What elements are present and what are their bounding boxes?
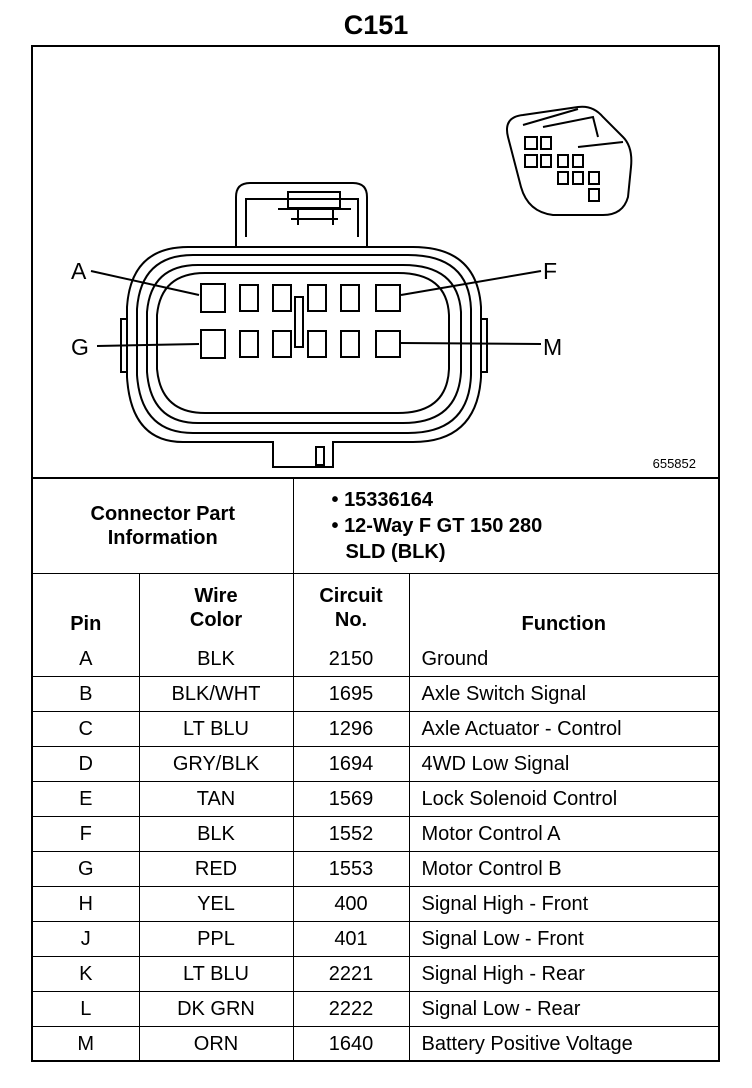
pin-label-m: M [543, 334, 562, 360]
function-cell: Axle Actuator - Control [408, 711, 718, 747]
pin-cell: E [33, 781, 140, 817]
function-cell: Signal High - Rear [408, 956, 718, 992]
connector-sheet: A F G M 655852 Connector Part Informatio… [31, 45, 720, 1062]
circuit-number-cell: 1640 [292, 1026, 410, 1061]
figure-number: 655852 [652, 456, 696, 471]
circuit-number-cell: 1553 [292, 851, 410, 887]
connector-title: C151 [343, 10, 409, 40]
part-description: 12-Way F GT 150 280 [344, 515, 543, 537]
function-cell: Motor Control B [408, 851, 718, 887]
connector-diagram: A F G M 655852 [33, 47, 718, 479]
wire-color-cell: TAN [138, 781, 294, 817]
function-cell: Signal Low - Front [408, 921, 718, 957]
circuit-number-cell: 1296 [292, 711, 410, 747]
wire-color-cell: PPL [138, 921, 294, 957]
header-function: Function [521, 613, 606, 635]
wire-color-cell: LT BLU [138, 956, 294, 992]
pin-cell: F [33, 816, 140, 852]
wire-color-cell: BLK [138, 642, 294, 677]
pin-cell: B [33, 676, 140, 712]
circuit-number-cell: 400 [292, 886, 410, 922]
pin-cell: K [33, 956, 140, 992]
pin-label-a: A [71, 258, 87, 284]
header-pin: Pin [70, 613, 102, 635]
circuit-number-cell: 1569 [292, 781, 410, 817]
wire-color-cell: RED [138, 851, 294, 887]
pin-cell: M [33, 1026, 140, 1061]
pin-label-g: G [71, 334, 89, 360]
function-cell: Signal High - Front [408, 886, 718, 922]
function-cell: Ground [408, 642, 718, 677]
circuit-number-cell: 401 [292, 921, 410, 957]
pin-cell: H [33, 886, 140, 922]
circuit-number-cell: 1695 [292, 676, 410, 712]
function-cell: 4WD Low Signal [408, 746, 718, 782]
header-wire-1: Wire [194, 585, 238, 607]
wire-color-cell: LT BLU [138, 711, 294, 747]
wire-color-cell: YEL [138, 886, 294, 922]
circuit-number-cell: 1552 [292, 816, 410, 852]
wire-color-cell: ORN [138, 1026, 294, 1061]
wire-color-cell: DK GRN [138, 991, 294, 1027]
connector-face-drawing: A F G M [71, 105, 633, 468]
pin-cell: G [33, 851, 140, 887]
pin-cell: C [33, 711, 140, 747]
part-number: 15336164 [344, 489, 434, 511]
pinout-table: Connector Part Information • 15336164 • … [33, 479, 718, 1061]
header-wire-2: Color [189, 609, 243, 631]
wire-color-cell: BLK/WHT [138, 676, 294, 712]
part-description-cont: SLD (BLK) [345, 541, 446, 563]
circuit-number-cell: 2150 [292, 642, 410, 677]
function-cell: Motor Control A [408, 816, 718, 852]
pin-label-f: F [543, 258, 557, 284]
circuit-number-cell: 1694 [292, 746, 410, 782]
pin-cell: J [33, 921, 140, 957]
header-circuit-2: No. [334, 609, 368, 631]
connector-part-information-row: Connector Part Information • 15336164 • … [33, 479, 718, 574]
function-cell: Lock Solenoid Control [408, 781, 718, 817]
pin-cell: L [33, 991, 140, 1027]
wire-color-cell: GRY/BLK [138, 746, 294, 782]
function-cell: Axle Switch Signal [408, 676, 718, 712]
pin-cell: D [33, 746, 140, 782]
function-cell: Signal Low - Rear [408, 991, 718, 1027]
header-circuit-1: Circuit [319, 585, 383, 607]
pin-cell: A [33, 642, 140, 677]
function-cell: Battery Positive Voltage [408, 1026, 718, 1061]
part-info-label-1: Connector Part [90, 503, 235, 525]
wire-color-cell: BLK [138, 816, 294, 852]
part-info-label-2: Information [107, 527, 218, 549]
circuit-number-cell: 2222 [292, 991, 410, 1027]
circuit-number-cell: 2221 [292, 956, 410, 992]
